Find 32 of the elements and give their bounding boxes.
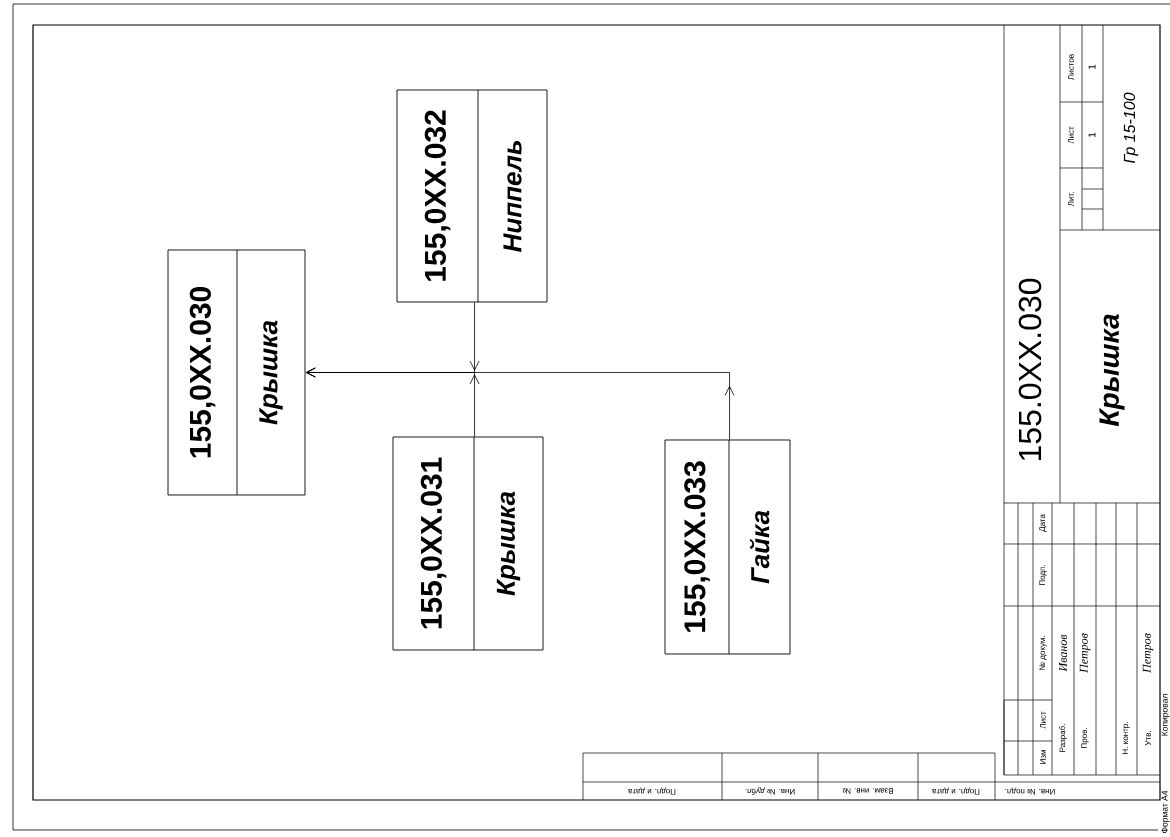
sheet-count: 1	[1088, 64, 1096, 69]
signature-name: Петров	[1142, 633, 1154, 673]
field-label: Подп. и дата	[932, 787, 980, 795]
table-header: Изм	[1040, 750, 1046, 764]
table-header: Подп.	[1039, 565, 1047, 585]
row-label: Утв.	[1145, 731, 1151, 746]
part-name: Крышка	[1099, 314, 1125, 427]
part-box: 155,0XX.031 Крышка	[392, 436, 544, 651]
sheet-number: 1	[1088, 132, 1096, 137]
part-box: 155,0XX.032 Ниппель	[396, 89, 548, 303]
row-label: Н. контр.	[1122, 722, 1130, 754]
row-label: Разраб.	[1059, 724, 1067, 752]
field-label: Инв. № подл.	[1005, 787, 1055, 795]
part-box: 155,0XX.030 Крышка	[167, 249, 306, 496]
signature-name: Иванов	[1059, 634, 1067, 672]
row-label: Пров.	[1081, 728, 1089, 748]
note-text: Копировал	[1161, 694, 1170, 736]
table-header: Лит.	[1068, 192, 1074, 207]
designation-text: 155.0XX.030	[1018, 278, 1042, 461]
table-header: Лист	[1040, 711, 1046, 729]
table-header: Дата	[1039, 514, 1047, 532]
field-label: Инв. № дубл.	[745, 787, 795, 795]
table-header: № докум.	[1039, 636, 1047, 670]
table-header: Лист	[1068, 126, 1074, 144]
part-box: 155,0XX.033 Гайка	[664, 439, 791, 655]
table-header: Листов	[1068, 54, 1074, 80]
arrow	[305, 367, 735, 440]
note-text: Формат А4	[1161, 790, 1170, 833]
group-code: Гр 15-100	[1123, 92, 1139, 164]
field-label: Подп. и дата	[628, 787, 676, 795]
signature-name: Петров	[1079, 633, 1091, 673]
field-label: Взам. инв. №	[842, 788, 893, 794]
